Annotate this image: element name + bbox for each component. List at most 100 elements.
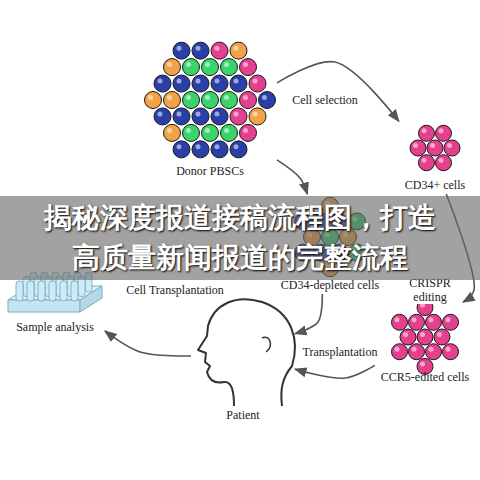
cell xyxy=(443,314,459,330)
cell-highlight xyxy=(439,128,444,133)
cell-highlight xyxy=(158,79,163,84)
cell-highlight xyxy=(412,347,417,352)
cell-highlight xyxy=(395,317,400,322)
cell-highlight xyxy=(186,95,191,100)
cd34-cell-cluster xyxy=(410,125,460,170)
cell xyxy=(211,141,228,158)
illustrated-node: Donor PBSCs xyxy=(145,36,275,178)
cell xyxy=(434,329,450,345)
cell xyxy=(202,124,219,141)
cell xyxy=(164,59,181,76)
cell-highlight xyxy=(446,347,451,352)
cell-highlight xyxy=(224,128,229,133)
cell xyxy=(443,344,459,360)
cell-highlight xyxy=(177,79,182,84)
cell xyxy=(164,92,181,109)
node-figure-area xyxy=(193,298,293,408)
cell-highlight xyxy=(177,46,182,51)
cell-highlight xyxy=(262,95,267,100)
node-label: Sample analysis xyxy=(7,320,103,334)
illustrated-node: Patient xyxy=(193,298,293,422)
cell-highlight xyxy=(205,95,210,100)
cell xyxy=(419,155,435,171)
node-label: Donor PBSCs xyxy=(145,164,275,178)
cell xyxy=(392,314,408,330)
cell-highlight xyxy=(437,332,442,337)
cell-highlight xyxy=(205,62,210,67)
cell xyxy=(192,108,209,125)
flow-arrow xyxy=(277,62,399,122)
cell-highlight xyxy=(224,62,229,67)
cell-highlight xyxy=(234,111,239,116)
cell xyxy=(230,42,247,59)
flow-arrow xyxy=(295,294,322,334)
cell xyxy=(183,92,200,109)
cell-highlight xyxy=(215,46,220,51)
cell xyxy=(202,92,219,109)
cell xyxy=(154,75,171,92)
test-tube xyxy=(60,281,67,301)
cell-highlight xyxy=(186,128,191,133)
cell-highlight xyxy=(196,79,201,84)
cell xyxy=(211,42,228,59)
cell-highlight xyxy=(253,111,258,116)
node-figure-area xyxy=(389,304,461,370)
cell xyxy=(211,75,228,92)
cell xyxy=(145,92,162,109)
cell xyxy=(240,124,257,141)
cell-highlight xyxy=(167,95,172,100)
cell xyxy=(409,314,425,330)
cell xyxy=(240,92,257,109)
cell xyxy=(410,140,426,156)
edited-cell-cluster xyxy=(392,300,459,375)
cell-highlight xyxy=(420,361,425,366)
flow-arrow xyxy=(295,365,375,378)
edge-label: Transplantation xyxy=(301,345,380,359)
cell xyxy=(183,59,200,76)
cell-highlight xyxy=(167,62,172,67)
cell xyxy=(240,59,257,76)
cell xyxy=(192,141,209,158)
cell xyxy=(444,140,460,156)
cell xyxy=(221,59,238,76)
cell-highlight xyxy=(422,158,427,163)
cell-highlight xyxy=(422,128,427,133)
cell-highlight xyxy=(196,46,201,51)
cell-highlight xyxy=(420,332,425,337)
cell-highlight xyxy=(412,317,417,322)
patient-head xyxy=(198,299,295,406)
title-banner: 揭秘深度报道接稿流程图，打造高质量新闻报道的完整流程 xyxy=(0,196,480,280)
illustrated-node: CD34+ cells xyxy=(401,118,469,192)
cell-highlight xyxy=(243,62,248,67)
cell xyxy=(173,141,190,158)
node-label: CD34+ cells xyxy=(401,178,469,192)
cell-highlight xyxy=(413,143,418,148)
cell-highlight xyxy=(215,111,220,116)
flow-arrow xyxy=(277,160,307,194)
cell-highlight xyxy=(234,79,239,84)
cell xyxy=(400,329,416,345)
cell-highlight xyxy=(439,158,444,163)
cell xyxy=(230,75,247,92)
node-label: CD34-depleted cells xyxy=(277,278,383,292)
flow-arrow xyxy=(105,331,191,356)
cell xyxy=(419,125,435,141)
cell xyxy=(417,329,433,345)
cell xyxy=(230,141,247,158)
test-tube xyxy=(27,281,34,301)
edge-label: Cell selection xyxy=(290,93,360,107)
cell-highlight xyxy=(429,317,434,322)
cell-highlight xyxy=(447,143,452,148)
cell xyxy=(427,140,443,156)
cell-highlight xyxy=(253,79,258,84)
cell-highlight xyxy=(215,144,220,149)
cell-highlight xyxy=(224,95,229,100)
node-figure-area xyxy=(145,36,275,164)
test-tube xyxy=(16,281,23,301)
cell-highlight xyxy=(403,332,408,337)
title: 揭秘深度报道接稿流程图，打造高质量新闻报道的完整流程 xyxy=(35,198,445,278)
cell-highlight xyxy=(177,111,182,116)
test-tube xyxy=(38,281,45,301)
cell-highlight xyxy=(177,144,182,149)
